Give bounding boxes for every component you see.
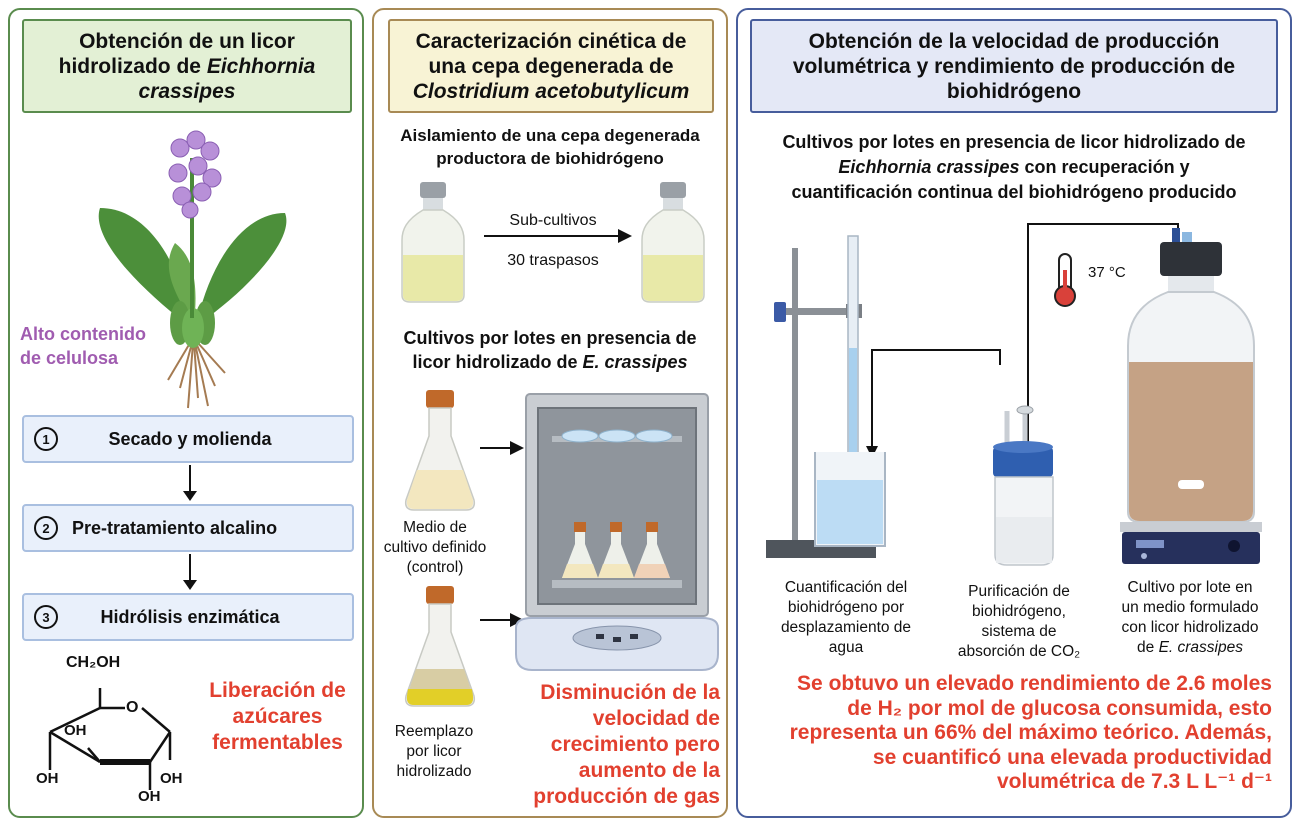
- transfer-count-label: 30 traspasos: [507, 252, 599, 269]
- step-enzymatic-hydrolysis: 3 Hidrólisis enzimática: [22, 593, 354, 641]
- step-label: Hidrólisis enzimática: [100, 606, 280, 627]
- subculture-label: Sub-cultivos: [509, 212, 597, 229]
- panel2-title-line: Caracterización cinética de: [415, 29, 687, 53]
- panel1-result: Liberación de azúcares fermentables: [209, 679, 346, 754]
- glucose-oh: OH: [64, 722, 87, 739]
- step-alkaline-pretreatment: 2 Pre-tratamiento alcalino: [22, 504, 354, 552]
- panel3-result: Se obtuvo un elevado rendimiento de 2.6 …: [789, 672, 1272, 793]
- glucose-oh: OH: [138, 788, 161, 805]
- erlenmeyer-flask-icon: [404, 586, 476, 707]
- serum-bottle-icon: [401, 182, 465, 303]
- water-displacement-apparatus-icon: [766, 235, 886, 558]
- panel1-title: Obtención de un licor hidrolizado de: [58, 29, 295, 78]
- panel3-subtitle: Cultivos por lotes en presencia de licor…: [782, 132, 1246, 202]
- glucose-oh: OH: [160, 770, 183, 787]
- serum-bottle-icon: [641, 182, 705, 303]
- right-arrow-icon: [484, 229, 632, 243]
- glucose-ring-o: O: [126, 699, 139, 716]
- panel3-header: Obtención de la velocidad de producción …: [750, 19, 1278, 113]
- water-displacement-caption: Cuantificación del biohidrógeno por desp…: [780, 579, 912, 656]
- panel2-result: Disminución de la velocidad de crecimien…: [533, 681, 720, 808]
- panel3-title-line: biohidrógeno: [946, 79, 1082, 103]
- right-arrow-icon: [480, 613, 524, 627]
- step-label: Pre-tratamiento alcalino: [72, 517, 278, 538]
- plant-note: Alto contenido de celulosa: [20, 324, 146, 368]
- incubator-shaker-icon: [515, 393, 719, 671]
- batch-culture-caption: Cultivo por lote en un medio formulado c…: [1121, 579, 1259, 656]
- control-flask-caption: Medio de cultivo definido (control): [383, 519, 487, 576]
- step-number: 3: [34, 605, 58, 629]
- panel-biohydrogen: [736, 8, 1292, 818]
- culture-bottle-stirrer-icon: [1120, 228, 1262, 564]
- water-hyacinth-icon: [98, 130, 287, 409]
- down-arrow-icon: [183, 465, 197, 501]
- glucose-structure-icon: [48, 688, 172, 790]
- right-arrow-icon: [480, 441, 524, 455]
- panel1-title-species: Eichhornia crassipes: [138, 54, 316, 103]
- panel3-title-line: Obtención de la velocidad de producción: [808, 29, 1220, 53]
- panel1-header: Obtención de un licor hidrolizado de Eic…: [22, 19, 352, 113]
- panel2-title-line: una cepa degenerada de: [428, 54, 674, 78]
- panel-hydrolysate: [8, 8, 364, 818]
- temperature-label: 37 °C: [1088, 264, 1126, 281]
- down-arrow-icon: [183, 554, 197, 590]
- panel2-title-species: Clostridium acetobutylicum: [412, 79, 690, 103]
- panel2-header: Caracterización cinética de una cepa deg…: [388, 19, 714, 113]
- glucose-oh: OH: [36, 770, 59, 787]
- thermometer-icon: [1054, 253, 1076, 307]
- panel-kinetics: [372, 8, 728, 818]
- erlenmeyer-flask-icon: [404, 390, 476, 511]
- step-number: 1: [34, 427, 58, 451]
- step-number: 2: [34, 516, 58, 540]
- glucose-ch2oh: CH₂OH: [66, 654, 121, 671]
- panel3-title-line: volumétrica y rendimiento de producción …: [792, 54, 1236, 78]
- panel2-section1-title: Aislamiento de una cepa degenerada produ…: [400, 126, 700, 168]
- panel2-section2-title: Cultivos por lotes en presencia de licor…: [403, 328, 697, 372]
- co2-absorption-caption: Purificación de biohidrógeno, sistema de…: [957, 583, 1081, 660]
- step-drying-milling: 1 Secado y molienda: [22, 415, 354, 463]
- hydrolysate-flask-caption: Reemplazo por licor hidrolizado: [394, 723, 474, 780]
- step-label: Secado y molienda: [108, 428, 272, 449]
- co2-absorption-bottle-icon: [993, 405, 1054, 566]
